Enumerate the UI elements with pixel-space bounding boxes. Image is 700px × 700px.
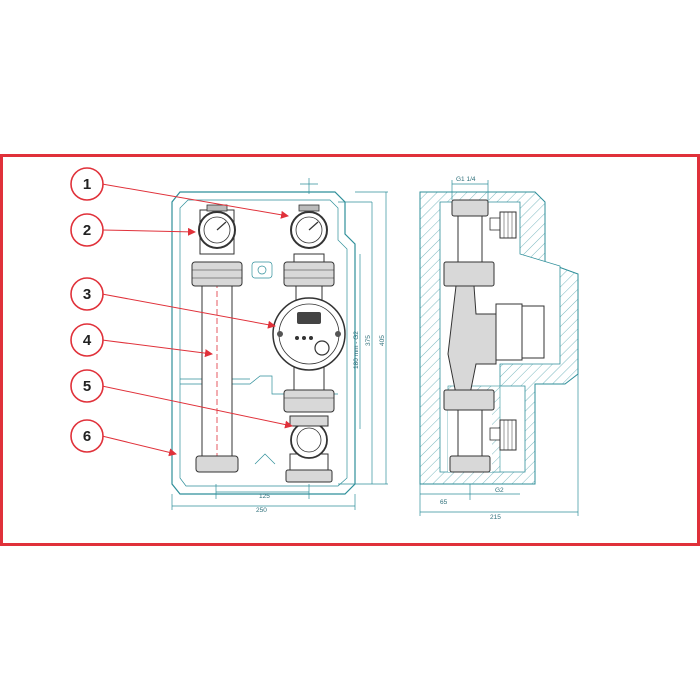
callout-number: 1 <box>83 176 91 193</box>
dim-g2: G2 <box>495 487 504 494</box>
callout-1: 1 <box>70 167 104 201</box>
dim-375: 375 <box>365 335 372 346</box>
red-border <box>0 154 700 546</box>
circulation-pump <box>272 297 346 371</box>
dim-g1-1-4: G1 1/4 <box>456 176 476 183</box>
callout-number: 4 <box>83 332 92 349</box>
side-view: G1 1/4 65 G2 215 <box>419 176 579 521</box>
front-dimensions: 125 250 180 mm - G2 375 405 <box>171 178 388 514</box>
callout-4: 4 <box>70 323 104 357</box>
dim-125: 125 <box>259 493 270 500</box>
callout-number: 3 <box>83 286 91 303</box>
callout-6: 6 <box>70 419 104 453</box>
ball-valve <box>289 415 329 459</box>
front-view: 125 250 180 mm - G2 375 405 <box>171 178 388 514</box>
dim-180mm-g2: 180 mm - G2 <box>353 331 360 369</box>
thermometer-left <box>198 204 236 249</box>
drawing-frame: 125 250 180 mm - G2 375 405 <box>0 154 700 546</box>
callout-number: 6 <box>83 428 91 445</box>
technical-drawing: 125 250 180 mm - G2 375 405 <box>0 154 700 546</box>
callout-3: 3 <box>70 277 104 311</box>
callout-number: 2 <box>83 222 91 239</box>
dim-215: 215 <box>490 514 501 521</box>
side-dimensions: G1 1/4 65 G2 215 <box>419 176 579 521</box>
callout-number: 5 <box>83 378 91 395</box>
dim-250: 250 <box>256 507 267 514</box>
callout-2: 2 <box>70 213 104 247</box>
callouts: 1 2 3 4 5 6 <box>70 167 293 457</box>
dim-405: 405 <box>379 335 386 346</box>
callout-5: 5 <box>70 369 104 403</box>
return-pipe-left <box>191 209 243 473</box>
thermometer-right <box>290 204 328 249</box>
dim-65: 65 <box>440 499 448 506</box>
